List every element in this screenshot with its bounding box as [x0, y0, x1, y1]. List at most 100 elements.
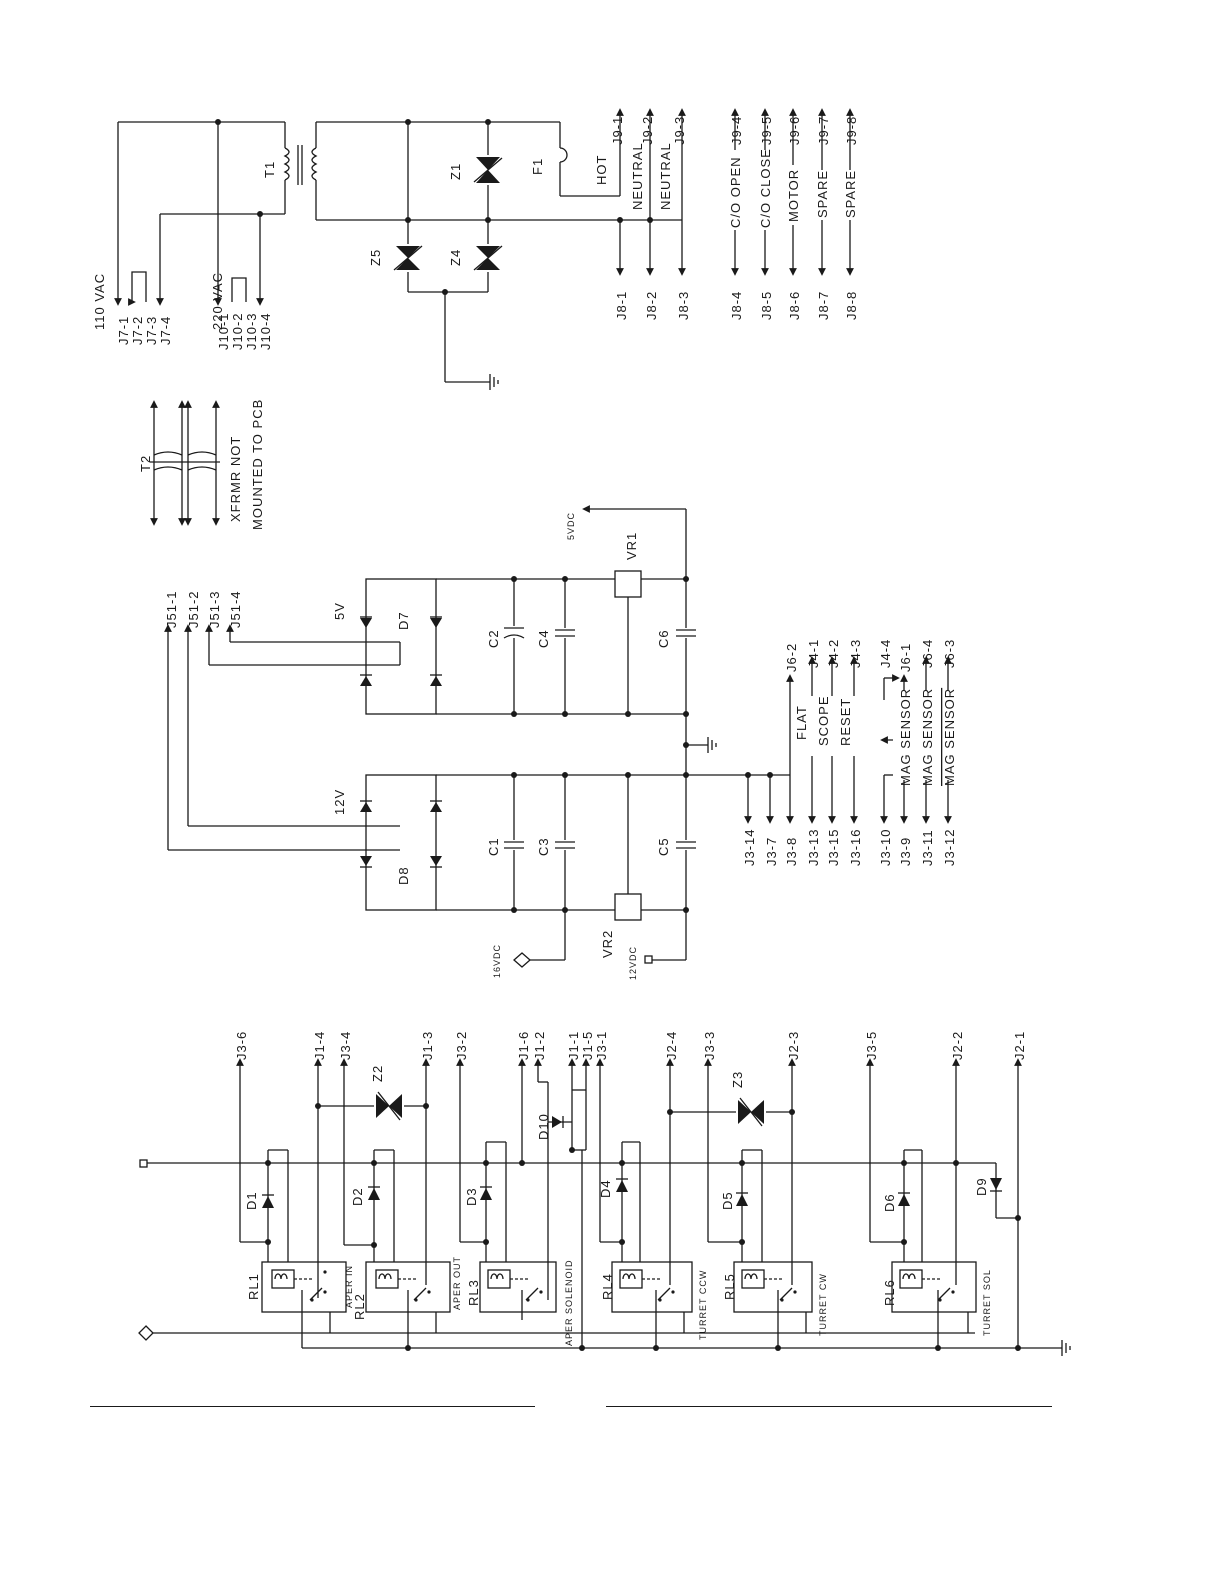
signal-mag-sensor-1: MAG SENSOR	[898, 688, 913, 786]
pin-j3-4: J3-4	[338, 1031, 353, 1060]
terminal-12vdc-relay	[139, 1159, 148, 1168]
pin-j1-5: J1-5	[580, 1031, 595, 1060]
pin-j7-1: J7-1	[116, 316, 131, 345]
pin-j3-8: J3-8	[784, 837, 799, 866]
relay-rl6: RL6 TURRET SOL	[882, 1261, 992, 1336]
footer-rule-right	[606, 1406, 1052, 1407]
pin-j9-6: J9-6	[787, 116, 802, 145]
t2-note-line1: XFRMR NOT	[228, 436, 243, 522]
label-c1: C1	[486, 837, 501, 856]
pin-j9-4: J9-4	[729, 116, 744, 145]
relay-rl3: RL3 APER SOLENOID	[466, 1259, 574, 1346]
motor-connector-section: C/O OPEN C/O CLOSE MOTOR SPARE SPARE J8-…	[725, 108, 860, 320]
label-d10: D10	[536, 1113, 551, 1140]
relay-rl4: RL4 TURRET CCW	[600, 1261, 708, 1340]
pin-j4-2: J4-2	[826, 639, 841, 668]
varistor-z5-symbol	[393, 245, 423, 271]
regulator-vr2	[614, 893, 642, 921]
bridge-d8-diodes	[360, 800, 442, 868]
signal-reset: RESET	[838, 698, 853, 746]
signal-co-open: C/O OPEN	[728, 156, 743, 228]
dc-supply-section: J51-1 J51-2 J51-3 J51-4 5V D7 12V D8	[164, 505, 790, 980]
pin-j8-7: J8-7	[816, 291, 831, 320]
transformer-t2-symbol	[150, 400, 220, 526]
label-c6: C6	[656, 629, 671, 648]
varistor-z4-symbol	[473, 245, 503, 271]
pin-j3-10: J3-10	[878, 828, 893, 866]
diode-d9-symbol	[990, 1178, 1002, 1190]
terminal-12vdc	[644, 955, 653, 964]
label-d5: D5	[720, 1191, 735, 1210]
pin-j6-4: J6-4	[920, 639, 935, 668]
pin-j10-2: J10-2	[230, 312, 245, 350]
diode-d10-symbol	[552, 1116, 562, 1128]
pin-j9-2: J9-2	[640, 116, 655, 145]
varistor-z3-symbol	[736, 1097, 766, 1127]
pin-j9-7: J9-7	[816, 116, 831, 145]
bridge-d7-diodes	[360, 616, 442, 686]
label-t2: T2	[138, 455, 153, 472]
label-aper-solenoid: APER SOLENOID	[564, 1259, 574, 1346]
label-rl3: RL3	[466, 1279, 481, 1306]
pin-j2-3: J2-3	[786, 1031, 801, 1060]
label-rl4: RL4	[600, 1273, 615, 1300]
sensor-section: FLAT SCOPE RESET MAG SENSOR MAG SENSOR M…	[742, 639, 959, 866]
pin-j6-1: J6-1	[898, 643, 913, 672]
diode-d6-symbol	[898, 1194, 910, 1206]
pin-j1-6: J1-6	[516, 1031, 531, 1060]
pin-j7-4: J7-4	[158, 316, 173, 345]
pin-j51-4: J51-4	[228, 590, 243, 628]
pin-j9-8: J9-8	[844, 116, 859, 145]
pin-j9-3: J9-3	[672, 116, 687, 145]
pin-j1-3: J1-3	[420, 1031, 435, 1060]
signal-motor: MOTOR	[786, 169, 801, 222]
signal-spare-1: SPARE	[815, 170, 830, 218]
pin-j9-5: J9-5	[759, 116, 774, 145]
label-d9: D9	[974, 1177, 989, 1196]
relay-rl5: RL5 TURRET CW	[722, 1261, 828, 1336]
label-12vdc: 12VDC	[628, 946, 638, 980]
label-d6: D6	[882, 1193, 897, 1212]
varistor-z1-symbol	[473, 157, 503, 183]
label-c5: C5	[656, 837, 671, 856]
pin-j7-3: J7-3	[144, 316, 159, 345]
label-d4: D4	[598, 1179, 613, 1198]
diode-d1-symbol	[262, 1196, 274, 1208]
pin-j51-2: J51-2	[186, 590, 201, 628]
pin-j7-2: J7-2	[130, 316, 145, 345]
signal-mag-sensor-2: MAG SENSOR	[920, 688, 935, 786]
label-rl1: RL1	[246, 1273, 261, 1300]
label-turret-sol: TURRET SOL	[982, 1269, 992, 1336]
t2-note-line2: MOUNTED TO PCB	[250, 399, 265, 530]
pin-j6-2: J6-2	[784, 643, 799, 672]
pin-j3-2: J3-2	[454, 1031, 469, 1060]
pin-j3-16: J3-16	[848, 828, 863, 866]
pin-j6-3: J6-3	[942, 639, 957, 668]
pin-j3-11: J3-11	[920, 829, 935, 866]
pin-j8-6: J8-6	[787, 291, 802, 320]
fuse-f1-symbol	[559, 147, 568, 163]
transformer-t1-symbol	[283, 122, 318, 220]
signal-mag-sensor-3: MAG SENSOR	[942, 688, 957, 786]
pin-j8-3: J8-3	[676, 291, 691, 320]
pin-j1-1: J1-1	[566, 1031, 581, 1060]
label-110vac: 110 VAC	[92, 273, 107, 330]
varistor-z2-symbol	[374, 1091, 404, 1121]
relay-rl1: RL1 APER IN	[246, 1261, 354, 1313]
pin-j3-1: J3-1	[594, 1031, 609, 1060]
ground-icon	[707, 737, 717, 753]
pin-j3-3: J3-3	[702, 1031, 717, 1060]
label-turret-ccw: TURRET CCW	[698, 1270, 708, 1340]
label-d2: D2	[350, 1187, 365, 1206]
relay-section: J3-6 J1-4 J3-4 J1-3 J3-2 J1-6 J1-2 J1-1 …	[138, 1031, 1071, 1356]
label-vr2: VR2	[600, 930, 615, 958]
diode-d2-symbol	[368, 1188, 380, 1200]
pin-j3-12: J3-12	[942, 828, 957, 866]
pin-j51-1: J51-1	[164, 590, 179, 628]
label-16vdc: 16VDC	[492, 944, 502, 978]
pin-j4-4: J4-4	[878, 639, 893, 668]
pin-j9-1: J9-1	[610, 116, 625, 145]
label-z5: Z5	[368, 249, 383, 266]
pin-j3-14: J3-14	[742, 828, 757, 866]
